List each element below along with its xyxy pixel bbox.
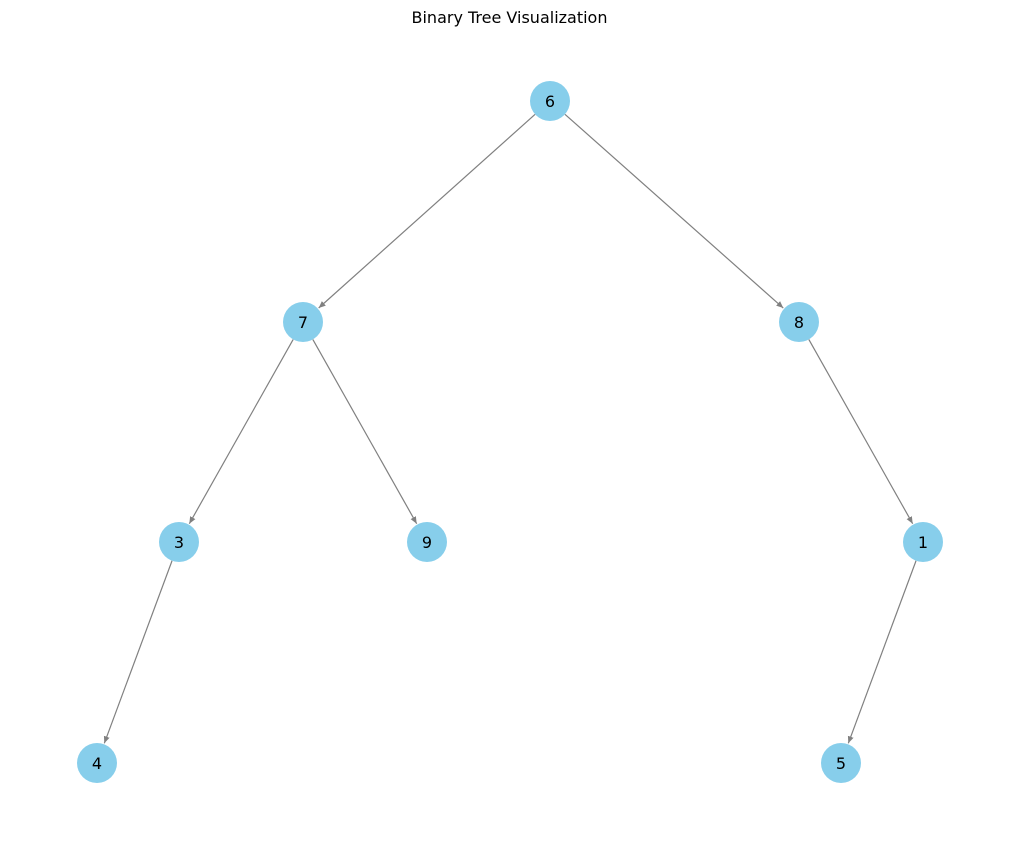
tree-node-5: 5 (821, 743, 861, 783)
tree-node-4: 4 (77, 743, 117, 783)
node-label: 3 (174, 533, 184, 552)
node-label: 8 (794, 313, 804, 332)
node-label: 6 (545, 92, 555, 111)
edge-n6-n7 (318, 113, 536, 309)
tree-node-6: 6 (530, 81, 570, 121)
node-circle (77, 743, 117, 783)
node-circle (407, 522, 447, 562)
edge-n7-n3 (188, 339, 294, 525)
node-label: 1 (918, 533, 928, 552)
edges-layer (103, 113, 917, 744)
node-label: 4 (92, 754, 102, 773)
tree-node-7: 7 (283, 302, 323, 342)
node-circle (159, 522, 199, 562)
node-circle (903, 522, 943, 562)
tree-node-8: 8 (779, 302, 819, 342)
node-circle (821, 743, 861, 783)
edge-n8-n1 (808, 339, 914, 525)
node-label: 9 (422, 533, 432, 552)
tree-node-1: 1 (903, 522, 943, 562)
diagram-title: Binary Tree Visualization (411, 8, 608, 27)
edge-n6-n8 (564, 113, 784, 309)
edge-n3-n4 (103, 560, 173, 744)
node-circle (530, 81, 570, 121)
node-circle (283, 302, 323, 342)
tree-node-9: 9 (407, 522, 447, 562)
tree-node-3: 3 (159, 522, 199, 562)
edge-n7-n9 (312, 339, 418, 525)
edge-n1-n5 (847, 560, 917, 744)
node-label: 5 (836, 754, 846, 773)
node-label: 7 (298, 313, 308, 332)
nodes-layer: 6 7 8 3 9 1 4 5 (77, 81, 943, 783)
node-circle (779, 302, 819, 342)
